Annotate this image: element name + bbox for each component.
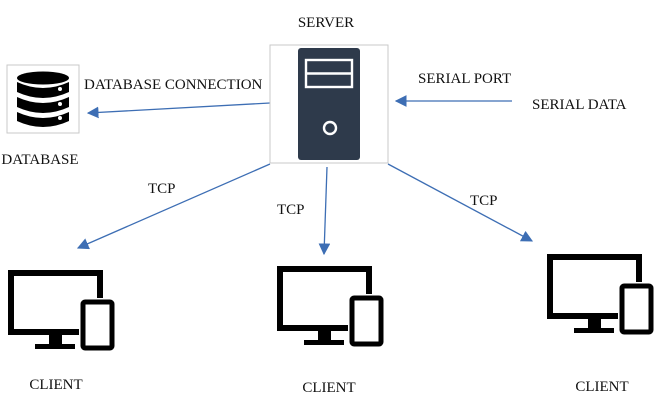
server-label: SERVER [298, 15, 354, 31]
database-icon [17, 71, 69, 127]
tcp-right-arrow [387, 163, 534, 242]
db-connection-arrow [86, 102, 271, 119]
tcp-right-label: TCP [470, 193, 498, 209]
client-right-label: CLIENT [575, 379, 628, 395]
server-tower-icon [298, 48, 360, 160]
db-connection-label: DATABASE CONNECTION [84, 77, 263, 93]
client-center-node [277, 266, 384, 347]
desktop-and-phone-icon [547, 254, 654, 335]
database-node [6, 64, 80, 134]
client-left-node [8, 270, 115, 351]
serial-port-label: SERIAL PORT [418, 71, 511, 87]
tcp-center-arrow [318, 166, 331, 256]
tcp-center-label: TCP [277, 202, 305, 218]
database-label: DATABASE [1, 152, 78, 168]
client-right-node [547, 254, 654, 335]
server-node [269, 44, 389, 164]
desktop-and-phone-icon [8, 270, 115, 351]
tcp-left-label: TCP [148, 181, 176, 197]
client-left-label: CLIENT [29, 377, 82, 393]
serial-data-label: SERIAL DATA [532, 97, 627, 113]
desktop-and-phone-icon [277, 266, 384, 347]
client-center-label: CLIENT [302, 380, 355, 396]
tcp-left-arrow [76, 163, 271, 250]
